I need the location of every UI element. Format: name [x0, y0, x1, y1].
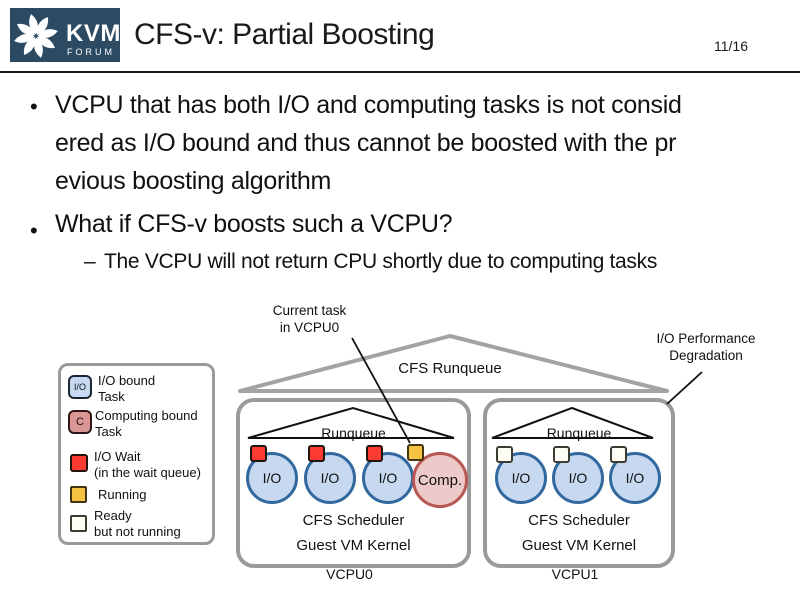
computing-swatch-label: C	[76, 416, 84, 428]
bullet-item-2: What if CFS-v boosts such a VCPU?	[55, 210, 453, 238]
legend-item-io-bound: I/O bound Task	[98, 373, 156, 404]
running-marker	[407, 444, 424, 461]
vcpu0-runqueue-label: Runqueue	[321, 425, 386, 441]
pinwheel-icon	[14, 14, 58, 58]
bullet-1-line-2: ered as I/O bound and thus cannot be boo…	[55, 129, 677, 157]
computing-bound-task-swatch: C	[68, 410, 92, 434]
io-bound-task-swatch: I/O	[68, 375, 92, 399]
vcpu0-scheduler-label: CFS Scheduler	[302, 512, 405, 529]
vcpu1-box: Runqueue I/O I/O I/O CFS Scheduler Guest…	[483, 398, 675, 568]
io-wait-marker	[308, 445, 325, 462]
header-divider	[0, 71, 800, 73]
vcpu0-caption: VCPU0	[326, 566, 373, 582]
ready-marker	[610, 446, 627, 463]
cfs-runqueue-label: CFS Runqueue	[398, 360, 502, 377]
legend-panel: I/O I/O bound Task C Computing bound Tas…	[58, 363, 215, 545]
bullet-marker: •	[30, 94, 38, 119]
vcpu0-task-io-2: I/O	[304, 452, 356, 504]
vcpu1-scheduler-label: CFS Scheduler	[528, 512, 630, 529]
io-wait-marker	[366, 445, 383, 462]
logo-sub-text: FORUM	[67, 47, 115, 57]
vcpu0-kernel-label: Guest VM Kernel	[296, 537, 411, 554]
io-wait-swatch	[70, 454, 88, 472]
sub-bullet-item: The VCPU will not return CPU shortly due…	[104, 250, 658, 273]
legend-item-io-wait: I/O Wait (in the wait queue)	[94, 449, 201, 480]
sub-bullet-dash: –	[84, 250, 96, 273]
vcpu1-runqueue-label: Runqueue	[546, 425, 612, 441]
bullet-item-1: VCPU that has both I/O and computing tas…	[55, 86, 795, 200]
logo-brand-text: KVM	[66, 20, 121, 47]
vcpu1-kernel-label: Guest VM Kernel	[521, 537, 637, 554]
vcpu0-box: Runqueue I/O I/O I/O Comp. CFS Scheduler…	[236, 398, 471, 568]
bullet-1-line-1: VCPU that has both I/O and computing tas…	[55, 91, 682, 119]
current-task-annotation: Current task in VCPU0	[272, 303, 347, 335]
bullet-1-line-3: evious boosting algorithm	[55, 167, 331, 195]
io-performance-annotation: I/O Performance Degradation	[656, 331, 756, 363]
ready-marker	[496, 446, 513, 463]
legend-item-ready: Ready but not running	[94, 508, 181, 539]
bullet-marker: •	[30, 218, 38, 243]
legend-item-running: Running	[98, 487, 147, 502]
io-wait-marker	[250, 445, 267, 462]
legend-item-computing-bound: Computing bound Task	[95, 408, 198, 439]
vcpu1-caption: VCPU1	[551, 566, 599, 582]
io-bound-swatch-label: I/O	[73, 382, 86, 392]
ready-marker	[553, 446, 570, 463]
ready-swatch	[70, 515, 87, 532]
page-title: CFS-v: Partial Boosting	[134, 18, 435, 51]
vcpu0-task-comp: Comp.	[412, 452, 468, 508]
kvm-forum-logo: KVM FORUM	[10, 8, 120, 62]
page-number: 11/16	[714, 38, 748, 54]
io-perf-pointer-line	[666, 371, 703, 405]
running-swatch	[70, 486, 87, 503]
